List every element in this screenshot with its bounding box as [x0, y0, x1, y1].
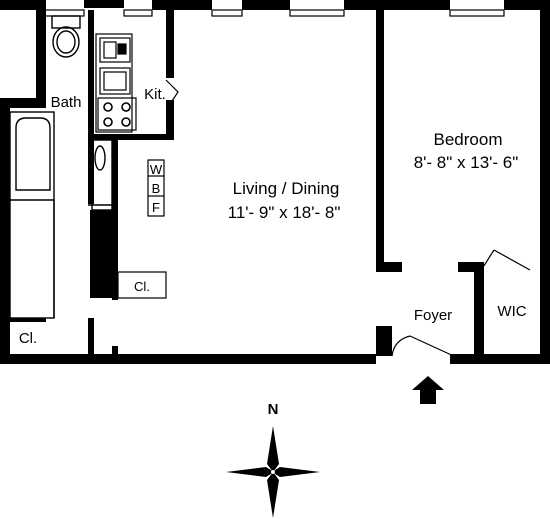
living-room-size: 11'- 9" x 18'- 8" — [228, 203, 341, 222]
compass-north-label: N — [268, 401, 279, 418]
interior-walls — [10, 10, 484, 356]
entry-arrow — [412, 376, 444, 404]
wic-door — [483, 249, 531, 271]
kitchen-closet-label: Cl. — [134, 279, 150, 294]
bedroom-label: Bedroom — [434, 130, 503, 149]
wbf-label-w: W — [150, 162, 163, 177]
wic-label: WIC — [497, 303, 526, 320]
entry-door — [391, 335, 459, 359]
windows — [39, 9, 505, 17]
foyer-label: Foyer — [414, 307, 452, 324]
toilet — [51, 15, 81, 58]
stove-burners — [103, 102, 131, 127]
bath-closet-label: Cl. — [19, 330, 37, 347]
kitchen-door — [165, 79, 179, 105]
bedroom-size: 8'- 8" x 13'- 6" — [414, 153, 519, 172]
kitchen-counter — [95, 33, 137, 133]
living-room-label: Living / Dining — [233, 179, 340, 198]
exterior-walls — [0, 0, 550, 364]
bath-sink — [91, 139, 113, 211]
wbf-label-b: B — [152, 181, 161, 196]
wbf-unit — [147, 159, 165, 217]
bathtub — [9, 111, 55, 319]
kitchen-label: Kit. — [144, 86, 166, 103]
wbf-label-f: F — [152, 200, 160, 215]
bath-label: Bath — [51, 94, 82, 111]
kitchen-closet-outline — [117, 271, 167, 299]
compass-rose — [226, 426, 320, 518]
